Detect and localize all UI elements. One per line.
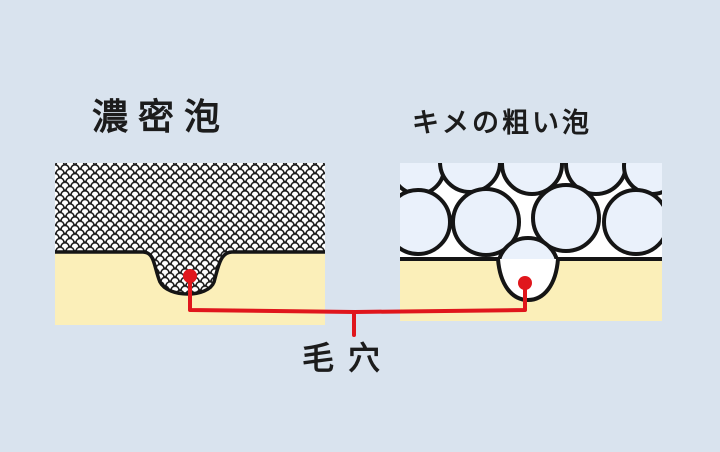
- skin-surface-line: [55, 250, 325, 296]
- skin-surface-line: [400, 257, 662, 303]
- pointer-dot-left: [183, 269, 197, 283]
- pointer-dot-right: [518, 276, 532, 290]
- coarse-foam-panel: [400, 163, 662, 321]
- pore-label: 毛穴: [302, 339, 395, 377]
- dense-foam-region: [55, 163, 325, 294]
- pointer-line-left: [188, 274, 357, 314]
- pore-pointer: [188, 274, 527, 337]
- pointer-line-right: [353, 281, 527, 314]
- dense-foam-title: 濃密泡: [92, 97, 231, 138]
- coarse-bubbles: [400, 163, 662, 300]
- coarse-foam-title: キメの粗い泡: [412, 108, 592, 139]
